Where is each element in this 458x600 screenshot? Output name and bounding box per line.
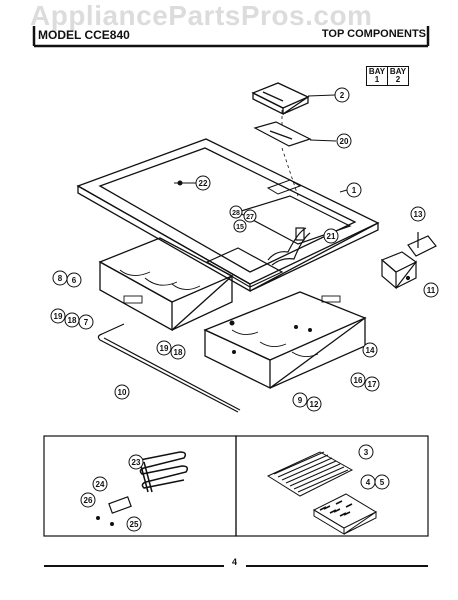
bay-legend: BAY 1 BAY 2 (366, 66, 409, 86)
callout-10: 10 (114, 384, 130, 400)
small-screws (96, 516, 114, 526)
svg-text:17: 17 (368, 380, 377, 389)
svg-text:19: 19 (160, 344, 169, 353)
svg-text:24: 24 (96, 480, 105, 489)
svg-text:15: 15 (236, 224, 244, 231)
model-label: MODEL CCE840 (38, 28, 130, 42)
svg-text:27: 27 (246, 214, 254, 221)
svg-text:12: 12 (310, 400, 319, 409)
grill-grate-part (266, 451, 354, 497)
support-rod-part (97, 323, 241, 413)
element-receptacle-part (205, 195, 352, 288)
svg-text:4: 4 (366, 478, 371, 487)
bay-1-label: BAY 1 (367, 67, 388, 85)
svg-text:2: 2 (340, 91, 345, 100)
page-number: 4 (232, 557, 238, 567)
callout-17: 17 (364, 376, 380, 392)
callout-18-a: 18 (64, 312, 80, 328)
svg-text:8: 8 (58, 274, 63, 283)
svg-text:13: 13 (414, 210, 423, 219)
bay-2-accessories-box (235, 435, 429, 537)
svg-text:10: 10 (118, 388, 127, 397)
svg-text:25: 25 (130, 520, 139, 529)
top-frame-part (76, 138, 380, 293)
svg-text:7: 7 (84, 318, 89, 327)
callout-3: 3 (358, 444, 374, 460)
callout-16: 16 (350, 372, 366, 388)
svg-text:9: 9 (298, 396, 303, 405)
callout-25: 25 (126, 516, 142, 532)
svg-text:22: 22 (199, 179, 208, 188)
bracket-plate-part (253, 121, 312, 147)
callout-23: 23 (128, 454, 144, 470)
assembly-guide-lines (281, 110, 299, 197)
callout-7: 7 (78, 314, 94, 330)
svg-text:11: 11 (427, 286, 436, 295)
callout-9: 9 (292, 392, 308, 408)
section-title: TOP COMPONENTS (321, 28, 426, 40)
bay-2-label: BAY 2 (389, 67, 407, 84)
svg-text:26: 26 (84, 496, 93, 505)
callout-19-a: 19 (50, 308, 66, 324)
svg-text:6: 6 (72, 276, 77, 285)
callout-2: 2 (334, 87, 350, 103)
callout-18-b: 18 (170, 344, 186, 360)
svg-text:1: 1 (352, 186, 357, 195)
callout-14: 14 (362, 342, 378, 358)
svg-text:18: 18 (174, 348, 183, 357)
tray-screws (229, 320, 312, 354)
svg-text:16: 16 (354, 376, 363, 385)
callout-21: 21 (323, 228, 339, 244)
svg-text:3: 3 (364, 448, 369, 457)
callout-27: 27 (243, 209, 257, 223)
callout-11: 11 (423, 282, 439, 298)
end-cap-part (251, 82, 310, 116)
callout-24: 24 (92, 476, 108, 492)
svg-text:5: 5 (380, 478, 385, 487)
svg-text:14: 14 (366, 346, 375, 355)
svg-text:23: 23 (132, 458, 141, 467)
svg-text:20: 20 (340, 137, 349, 146)
callout-20: 20 (336, 133, 352, 149)
callout-8: 8 (52, 270, 68, 286)
callout-6: 6 (66, 272, 82, 288)
callout-5: 5 (374, 474, 390, 490)
callout-19-b: 19 (156, 340, 172, 356)
frame-screw (174, 180, 196, 186)
drip-tray-left-part (98, 237, 234, 332)
svg-text:21: 21 (327, 232, 336, 241)
callout-22: 22 (195, 175, 211, 191)
callout-28: 28 (229, 205, 243, 219)
svg-text:19: 19 (54, 312, 63, 321)
callout-13: 13 (410, 206, 426, 222)
callout-4: 4 (360, 474, 376, 490)
callout-1: 1 (346, 182, 362, 198)
callout-15: 15 (233, 219, 247, 233)
callout-12: 12 (306, 396, 322, 412)
grill-rock-tray-part (312, 493, 378, 535)
svg-text:28: 28 (232, 210, 240, 217)
receptacle-part (108, 496, 132, 514)
callout-set: 2 20 22 1 28 27 15 21 13 8 6 11 19 18 7 … (50, 87, 439, 532)
drip-tray-right-part (203, 291, 367, 390)
callout-26: 26 (80, 492, 96, 508)
watermark-logo: AppliancePartsPros.com (30, 0, 373, 31)
svg-text:18: 18 (68, 316, 77, 325)
switch-bracket-part (380, 232, 437, 290)
heating-element-part (139, 451, 189, 493)
